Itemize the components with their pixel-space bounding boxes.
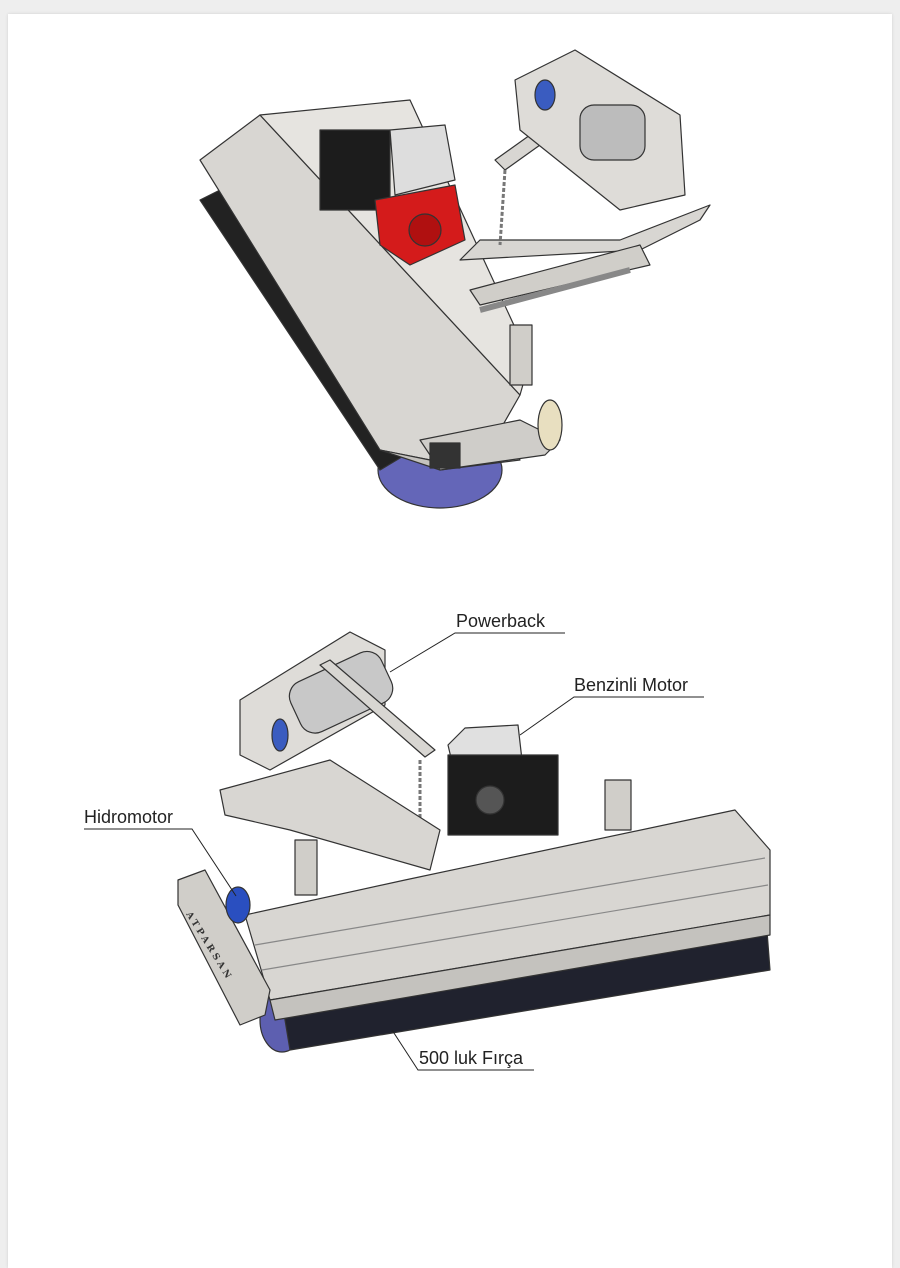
lift-bar bbox=[319, 659, 436, 758]
firca-leader bbox=[391, 1029, 534, 1071]
a-frame bbox=[459, 204, 711, 261]
bottom-machine-drawing bbox=[177, 631, 771, 1053]
label-firca: 500 luk Fırça bbox=[419, 1048, 524, 1068]
engine-block bbox=[319, 129, 391, 211]
label-benzinli-motor: Benzinli Motor bbox=[574, 675, 689, 695]
side-plate bbox=[177, 869, 271, 1026]
benzinli-motor-leader bbox=[519, 696, 704, 736]
hidromotor-leader bbox=[84, 828, 237, 897]
label-hidromotor: Hidromotor bbox=[84, 807, 174, 827]
leader-lines bbox=[84, 632, 704, 1071]
hidromotor bbox=[225, 886, 251, 924]
label-powerback: Powerback bbox=[456, 611, 546, 631]
top-machine-drawing bbox=[199, 49, 711, 509]
powerback-leader bbox=[389, 632, 565, 673]
a-frame bbox=[219, 759, 441, 871]
